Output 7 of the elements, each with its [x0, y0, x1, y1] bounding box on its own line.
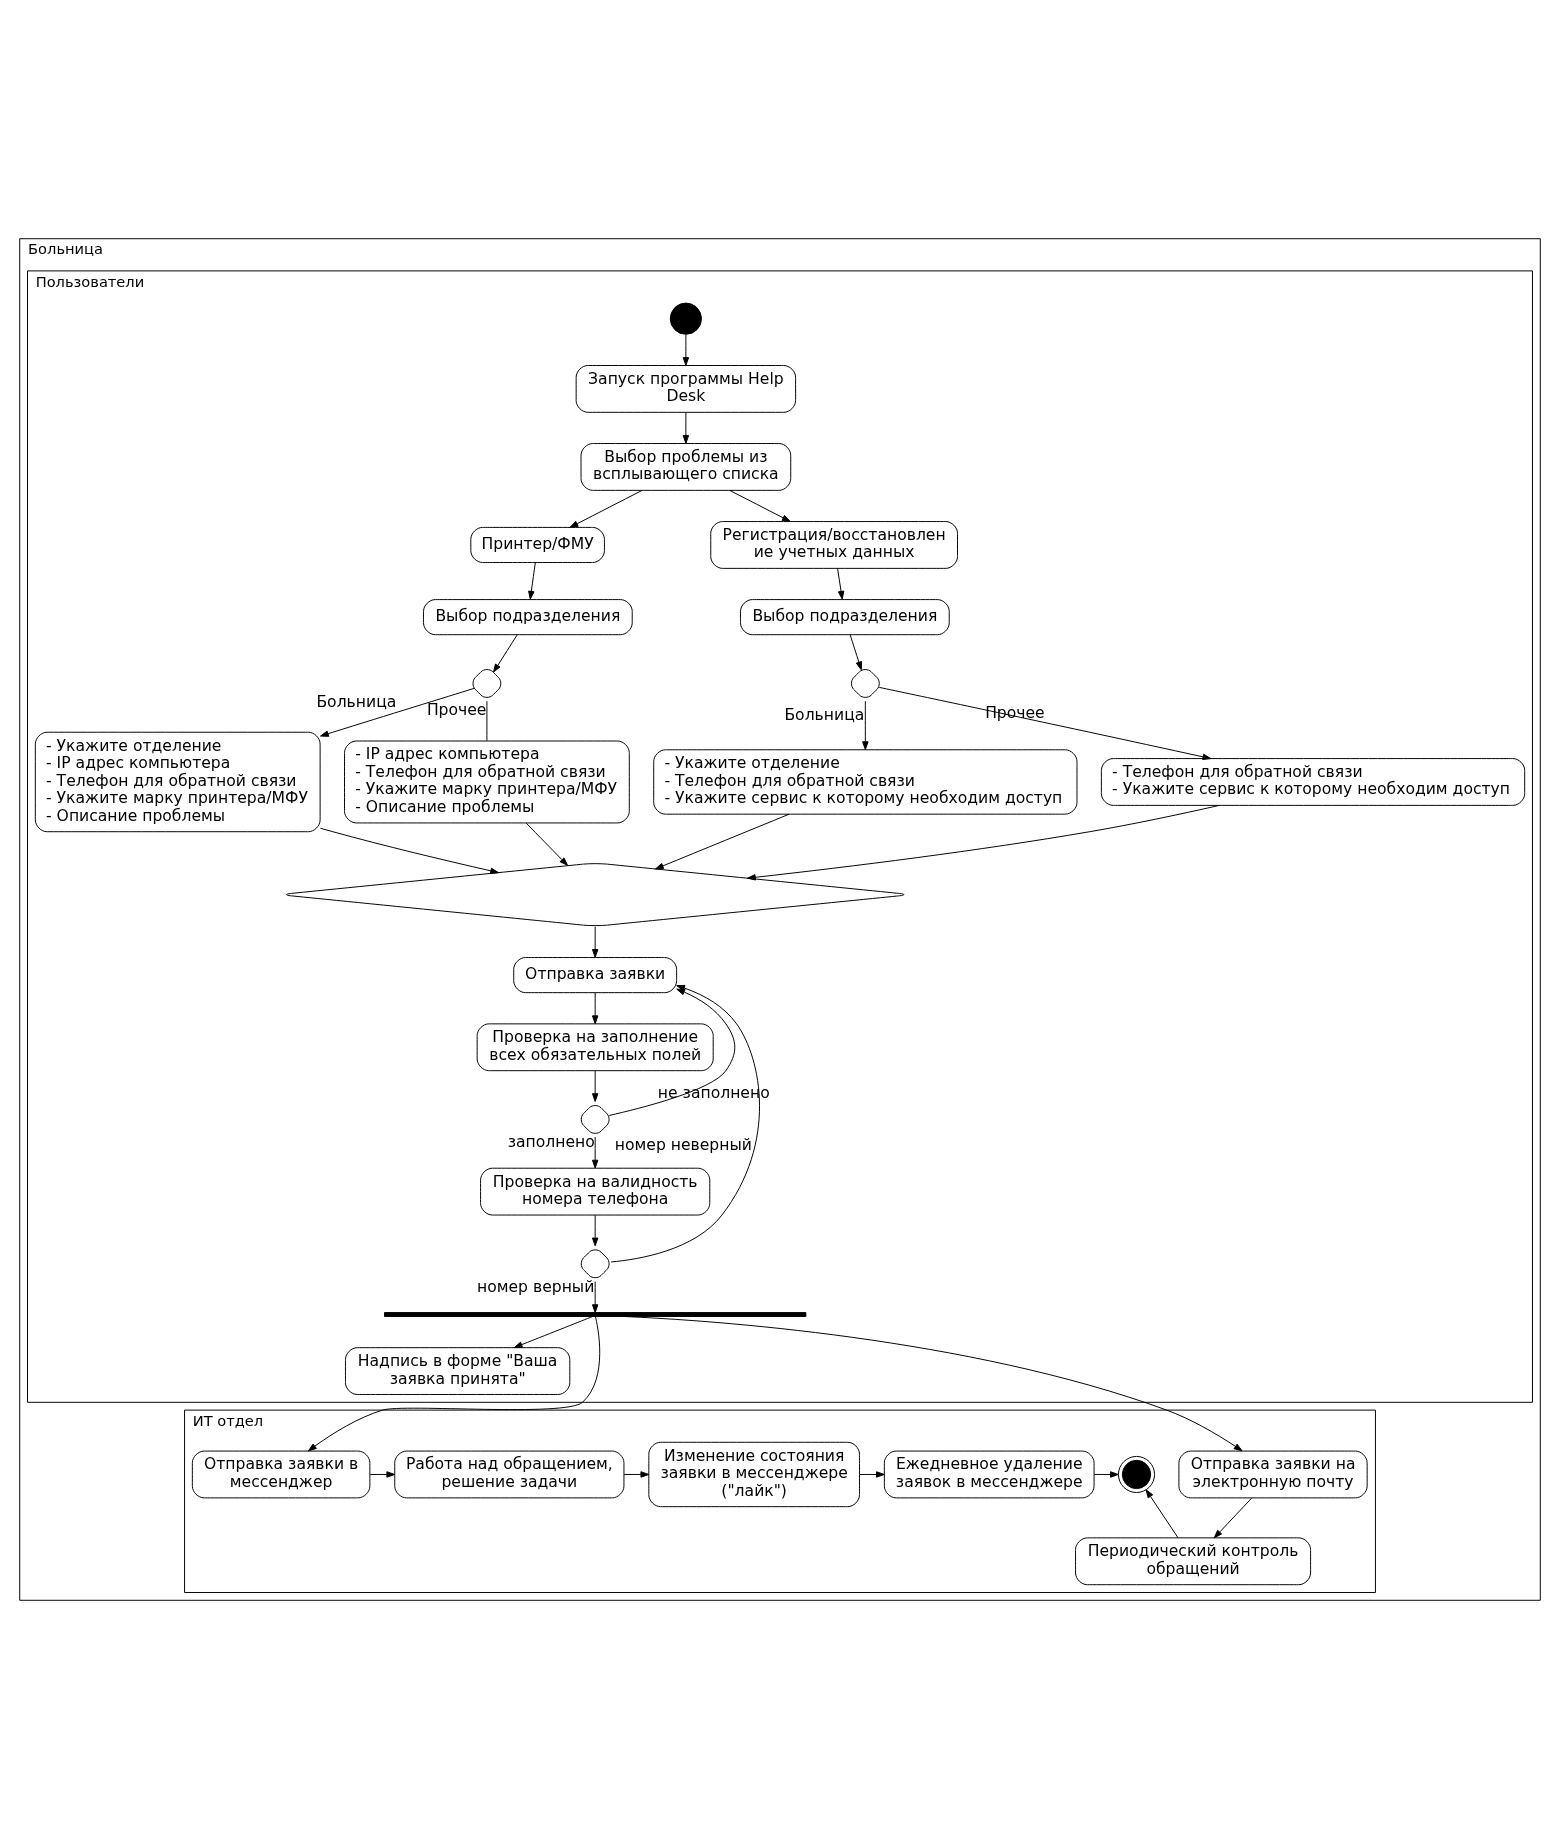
edge-label: Прочее [985, 703, 1045, 722]
edge-label: номер верный [477, 1277, 595, 1296]
edge-label: Больница [784, 705, 865, 724]
edge-label: заполнено [507, 1132, 595, 1151]
edge-label: номер неверный [614, 1135, 752, 1154]
edge-label: Прочее [426, 700, 487, 719]
edge-label: Больница [316, 692, 397, 711]
